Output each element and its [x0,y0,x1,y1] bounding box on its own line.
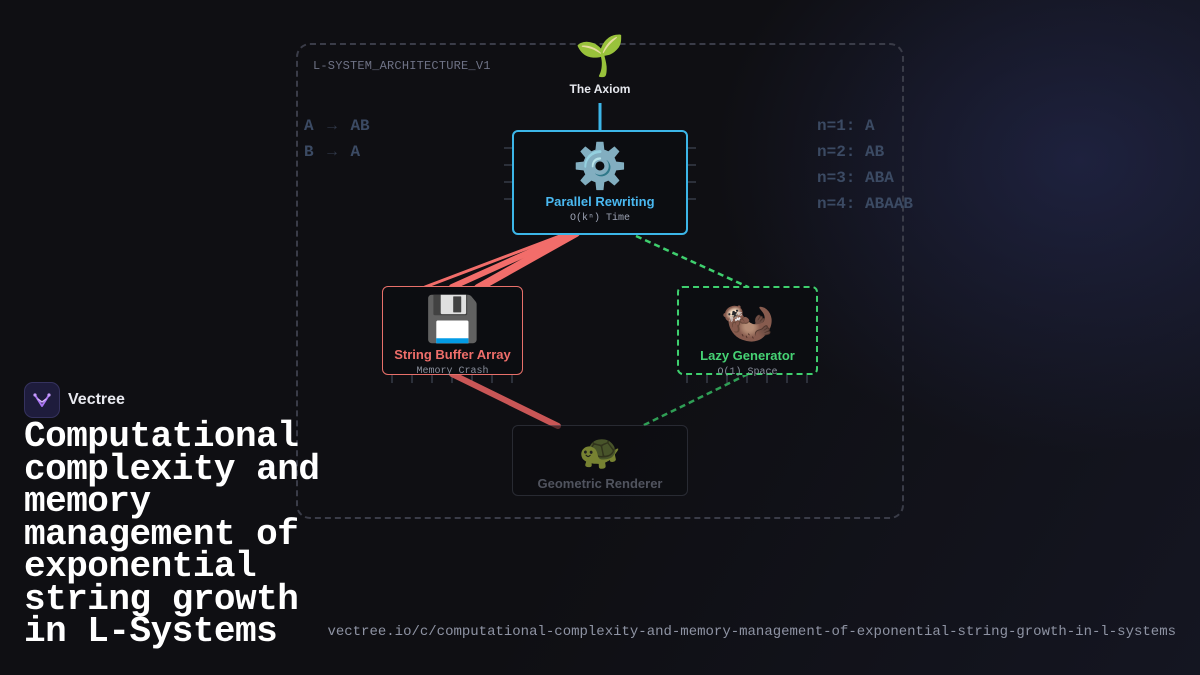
parallel-rewriting-node: ⚙️ Parallel Rewriting O(kⁿ) Time [512,130,688,235]
iteration-list: n=1: A n=2: AB n=3: ABA n=4: ABAAB [817,113,913,217]
rule-arrow: → [327,143,337,161]
rule-lhs: A [304,117,314,135]
geometric-renderer-node: 🐢 Geometric Renderer [512,425,688,496]
otter-icon: 🦦 [720,296,775,345]
bottom-pins [391,375,808,383]
page-title: Computational complexity and memory mana… [24,416,320,652]
iteration-item: n=4: ABAAB [817,195,914,213]
node-title: String Buffer Array [394,347,511,362]
node-title: Parallel Rewriting [545,194,655,209]
iteration-item: n=1: A [817,117,875,135]
iteration-item: n=3: ABA [817,169,894,187]
rule-rhs: A [350,143,361,161]
rule-row: A → AB [304,113,370,139]
wire-rewrite-lazy [635,234,749,289]
lazy-generator-node: 🦦 Lazy Generator O(1) Space [677,286,818,378]
seedling-icon: 🌱 [575,34,625,78]
node-title: Lazy Generator [700,348,795,363]
node-subtitle: O(1) Space [717,367,778,378]
turtle-icon: 🐢 [578,433,622,471]
vectree-logo-icon [24,382,60,418]
floppy-disk-icon: 💾 [425,295,480,344]
string-buffer-node: 💾 String Buffer Array Memory Crash [382,286,523,377]
rewrite-pins [504,147,696,200]
node-title: Geometric Renderer [537,476,663,491]
axiom-node: 🌱 The Axiom [555,32,645,96]
axiom-label: The Axiom [569,82,631,96]
brand-name: Vectree [68,391,125,408]
brand: Vectree [24,382,125,418]
rule-arrow: → [327,117,337,135]
architecture-frame [296,43,904,519]
rule-rhs: AB [350,117,370,135]
frame-label: L-SYSTEM_ARCHITECTURE_V1 [313,59,491,73]
production-rules: A → AB B → A [304,113,370,165]
node-subtitle: Memory Crash [416,366,489,377]
gear-icon: ⚙️ [572,142,628,191]
wire-rewrite-buffer [423,229,580,292]
wire-buffer-renderer [449,371,561,429]
node-subtitle: O(kⁿ) Time [569,213,630,224]
rule-lhs: B [304,143,314,161]
logo-mark [33,393,51,407]
wire-lazy-renderer [641,372,749,428]
page-url[interactable]: vectree.io/c/computational-complexity-an… [327,624,1176,640]
iteration-item: n=2: AB [817,143,885,161]
rule-row: B → A [304,139,370,165]
